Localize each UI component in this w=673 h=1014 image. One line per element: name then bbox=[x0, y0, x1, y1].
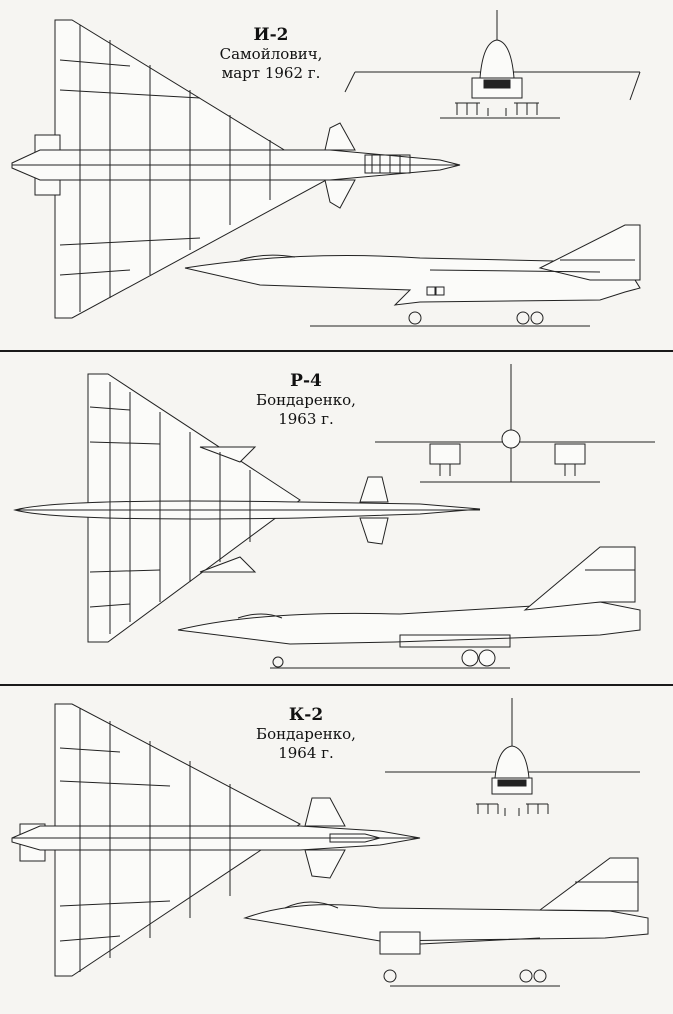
k2-front-view bbox=[385, 698, 640, 816]
k2-drawing bbox=[11, 698, 649, 987]
i2-front-view bbox=[344, 10, 641, 119]
k2-side-view bbox=[243, 857, 649, 987]
caption-i2: И-2 Самойлович, март 1962 г. bbox=[196, 26, 346, 83]
date: 1964 г. bbox=[278, 744, 334, 762]
caption-r4: Р-4 Бондаренко, 1963 г. bbox=[226, 372, 386, 429]
i2-drawing bbox=[11, 10, 641, 327]
divider-2 bbox=[0, 684, 673, 686]
date: 1963 г. bbox=[278, 410, 334, 428]
aircraft-name: Р-4 bbox=[290, 371, 322, 391]
panel-r4 bbox=[0, 352, 673, 684]
r4-drawing bbox=[13, 364, 655, 669]
r4-front-view bbox=[375, 364, 655, 483]
date: март 1962 г. bbox=[221, 64, 321, 82]
caption-k2: К-2 Бондаренко, 1964 г. bbox=[226, 706, 386, 763]
aircraft-name: И-2 bbox=[253, 25, 289, 45]
i2-side-view bbox=[184, 224, 641, 327]
designer: Бондаренко, bbox=[256, 391, 356, 409]
designer: Самойлович, bbox=[219, 45, 323, 63]
designer: Бондаренко, bbox=[256, 725, 356, 743]
panel-k2 bbox=[0, 686, 673, 1014]
aircraft-name: К-2 bbox=[288, 705, 324, 725]
divider-1 bbox=[0, 350, 673, 352]
i2-top-view bbox=[11, 19, 461, 319]
k2-top-view bbox=[11, 703, 421, 977]
r4-side-view bbox=[177, 546, 641, 669]
r4-top-view bbox=[13, 373, 481, 643]
panel-i2 bbox=[0, 0, 673, 350]
